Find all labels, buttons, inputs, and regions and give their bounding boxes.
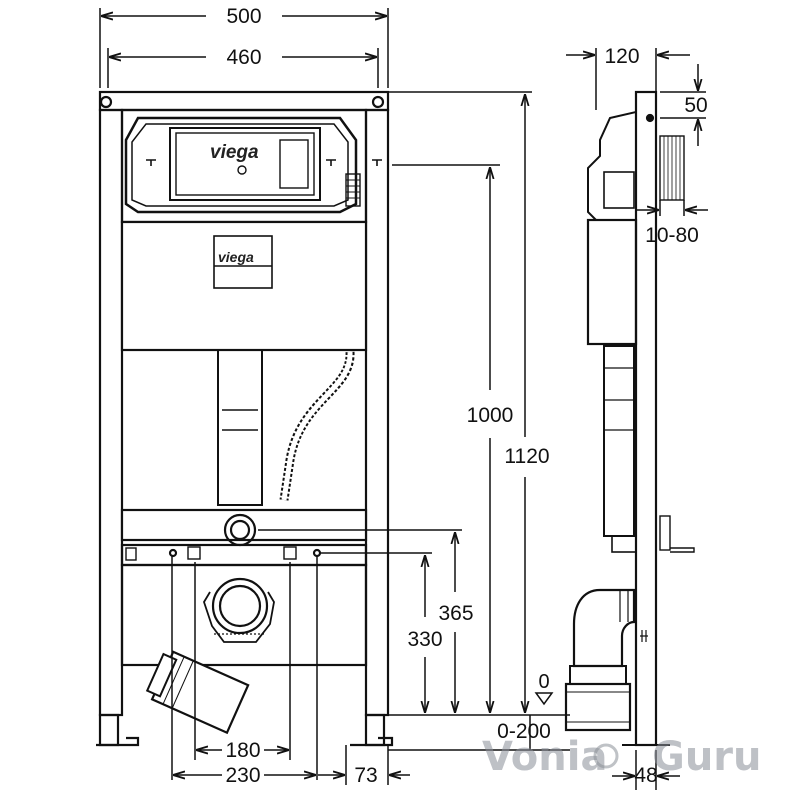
waste-elbow (145, 650, 250, 735)
watermark-drop-icon (593, 743, 619, 769)
label-plate (213, 235, 273, 289)
dim-365: 365 (438, 602, 473, 625)
watermark: Vonia Guru (482, 734, 762, 780)
dimension-labels: 500 460 120 50 10-80 1000 1120 365 330 0… (225, 5, 707, 787)
side-flush-pipe (603, 345, 635, 537)
top-rail (98, 90, 390, 112)
left-foot-base (96, 736, 140, 747)
mount-hole-right (371, 95, 385, 109)
dim-230: 230 (225, 764, 260, 787)
side-cistern (586, 218, 638, 346)
left-foot (98, 713, 120, 747)
dim-120: 120 (604, 45, 639, 68)
flush-plate-recess (169, 127, 321, 201)
supply-hose (279, 351, 355, 501)
dim-0-200: 0-200 (497, 720, 551, 743)
left-post (98, 108, 124, 717)
right-foot-base (350, 736, 394, 747)
front-dimension-lines (99, 8, 570, 785)
dim-zero: 0 (538, 671, 549, 693)
cistern-tank (120, 220, 368, 352)
dim-1120: 1120 (504, 445, 549, 468)
dim-330: 330 (407, 628, 442, 651)
drain-outlet (211, 577, 269, 635)
front-view (96, 90, 394, 747)
right-post (364, 108, 390, 717)
viega-logo-top: viega (210, 142, 259, 163)
watermark-text-guru: Guru (652, 734, 762, 780)
side-dimension-lines (566, 48, 708, 790)
viega-logo-plate: viega (218, 249, 254, 265)
dim-48: 48 (634, 764, 657, 787)
inspection-opening (124, 116, 358, 214)
side-drain-outlet (564, 682, 632, 732)
watermark-text-vonia: Vonia (482, 734, 607, 780)
side-view (564, 90, 695, 747)
right-foot (364, 713, 386, 747)
dim-180: 180 (225, 739, 260, 762)
side-cistern-top (587, 110, 637, 221)
side-drain-bend (572, 588, 636, 668)
dim-1000: 1000 (467, 404, 514, 427)
dim-50: 50 (684, 94, 707, 117)
dim-460: 460 (226, 46, 261, 69)
bolt-bar (120, 543, 368, 567)
dim-10-80: 10-80 (645, 224, 699, 247)
flush-pipe (217, 349, 263, 506)
side-post (634, 90, 658, 747)
dim-500: 500 (226, 5, 261, 28)
drain-bracket (120, 563, 368, 667)
mount-hole-left (99, 95, 113, 109)
dim-73: 73 (354, 764, 377, 787)
